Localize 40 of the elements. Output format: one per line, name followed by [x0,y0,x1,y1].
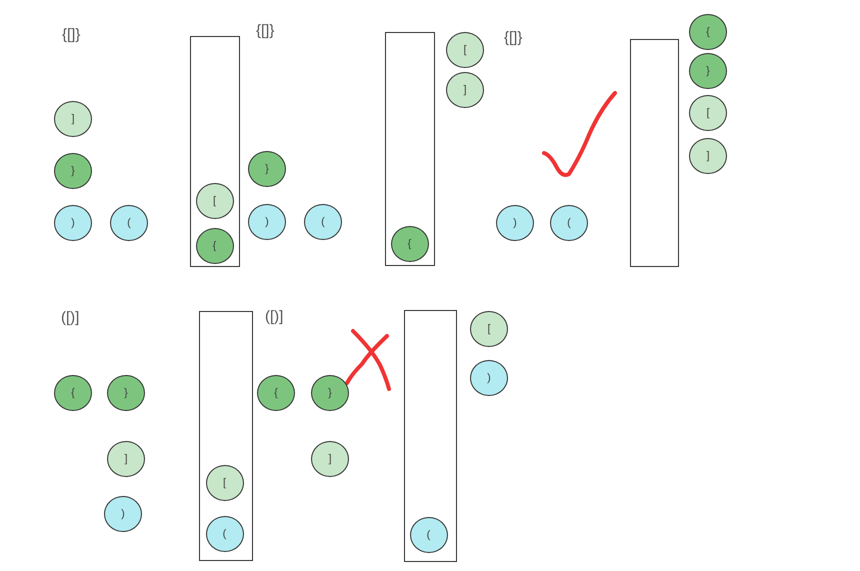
bracket-circle: [ [689,95,727,131]
bracket-circle: ( [410,516,448,552]
bracket-circle: [ [470,311,508,347]
stack-box [190,36,240,267]
bracket-circle: ] [446,72,484,108]
stack-box [630,39,679,267]
bracket-string: {[]} [62,26,80,43]
bracket-circle: ( [110,205,148,241]
bracket-circle: [ [446,32,484,68]
bracket-circle: } [107,375,145,411]
bracket-circle: { [54,375,92,411]
bracket-circle: ) [496,205,534,241]
bracket-circle: ] [311,441,349,477]
bracket-circle: } [311,375,349,411]
stack-box [404,310,457,562]
stack-box [199,311,253,561]
bracket-string: ([)] [265,308,284,325]
bracket-circle: } [689,53,727,89]
bracket-string: {[]} [504,29,522,46]
bracket-circle: ( [550,205,588,241]
bracket-circle: { [390,226,428,262]
bracket-circle: ] [689,138,727,174]
bracket-circle: ) [104,496,142,532]
bracket-circle: { [257,375,295,411]
bracket-circle: { [196,228,234,264]
bracket-circle: } [54,153,92,189]
bracket-circle: [ [196,182,234,218]
bracket-circle: [ [206,464,244,500]
bracket-circle: ) [54,205,92,241]
bracket-circle: ) [248,204,286,240]
bracket-circle: ) [470,360,508,396]
bracket-circle: { [689,14,727,50]
bracket-circle: ( [206,516,244,552]
stack-box [385,32,435,266]
bracket-circle: ] [107,441,145,477]
bracket-circle: ] [54,101,92,137]
bracket-string: ([)] [61,309,80,326]
bracket-circle: } [248,151,286,187]
bracket-string: {[]} [256,22,274,39]
bracket-circle: ( [304,204,342,240]
